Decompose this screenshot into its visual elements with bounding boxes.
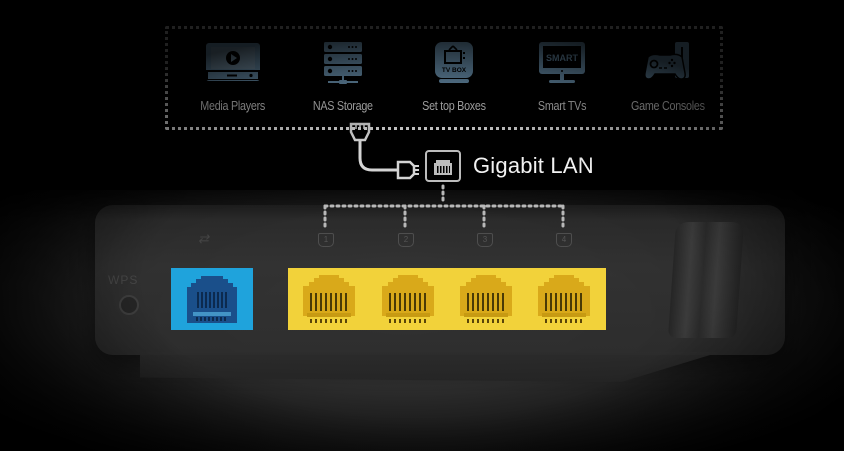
wps-button[interactable] — [119, 295, 139, 315]
lan-port-3[interactable] — [450, 273, 522, 325]
smart-badge: SMART — [546, 53, 578, 63]
gigabit-lan-label: Gigabit LAN — [473, 153, 594, 178]
lan-port-2[interactable] — [372, 273, 444, 325]
lan-port-number-icon: 2 — [398, 233, 414, 247]
ethernet-cable-line — [358, 138, 398, 172]
lan-ports — [288, 268, 606, 330]
lan-port-number-icon: 1 — [318, 233, 334, 247]
rj45-socket-icon — [460, 275, 512, 323]
device-game-consoles: Game Consoles — [613, 41, 723, 115]
rj45-socket-icon — [382, 275, 434, 323]
device-smart-tvs: SMART Smart TVs — [507, 41, 617, 115]
lan-distribution-lines — [323, 184, 567, 228]
device-label: Game Consoles — [631, 99, 705, 113]
ethernet-port-icon — [425, 150, 461, 182]
smart-tv-icon: SMART — [539, 42, 585, 83]
tv-box-icon: TV BOX — [435, 42, 473, 83]
device-label: NAS Storage — [313, 99, 373, 113]
device-media-players: Media Players — [178, 41, 288, 115]
rj45-socket-icon — [187, 276, 237, 323]
media-player-icon — [206, 43, 260, 81]
device-label: Smart TVs — [537, 99, 587, 113]
tv-box-badge: TV BOX — [442, 67, 467, 74]
wan-port[interactable] — [171, 268, 253, 330]
nas-storage-icon — [324, 42, 362, 84]
rj45-socket-icon — [538, 275, 590, 323]
lan-port-number-icon: 4 — [556, 233, 572, 247]
connected-devices-panel: Media Players NAS Storage TV BOX Set top… — [165, 26, 723, 130]
device-set-top-boxes: TV BOX Set top Boxes — [399, 41, 509, 115]
device-label: Media Players — [200, 99, 266, 113]
game-console-icon — [644, 42, 689, 80]
device-label: Set top Boxes — [422, 99, 486, 113]
wps-label: WPS — [108, 273, 139, 287]
lan-port-4[interactable] — [528, 273, 600, 325]
lan-port-number-icon: 3 — [477, 233, 493, 247]
wan-icon: ⇄ — [198, 231, 209, 246]
device-nas-storage: NAS Storage — [288, 41, 398, 115]
rj45-socket-icon — [303, 275, 355, 323]
lan-port-1[interactable] — [293, 273, 365, 325]
